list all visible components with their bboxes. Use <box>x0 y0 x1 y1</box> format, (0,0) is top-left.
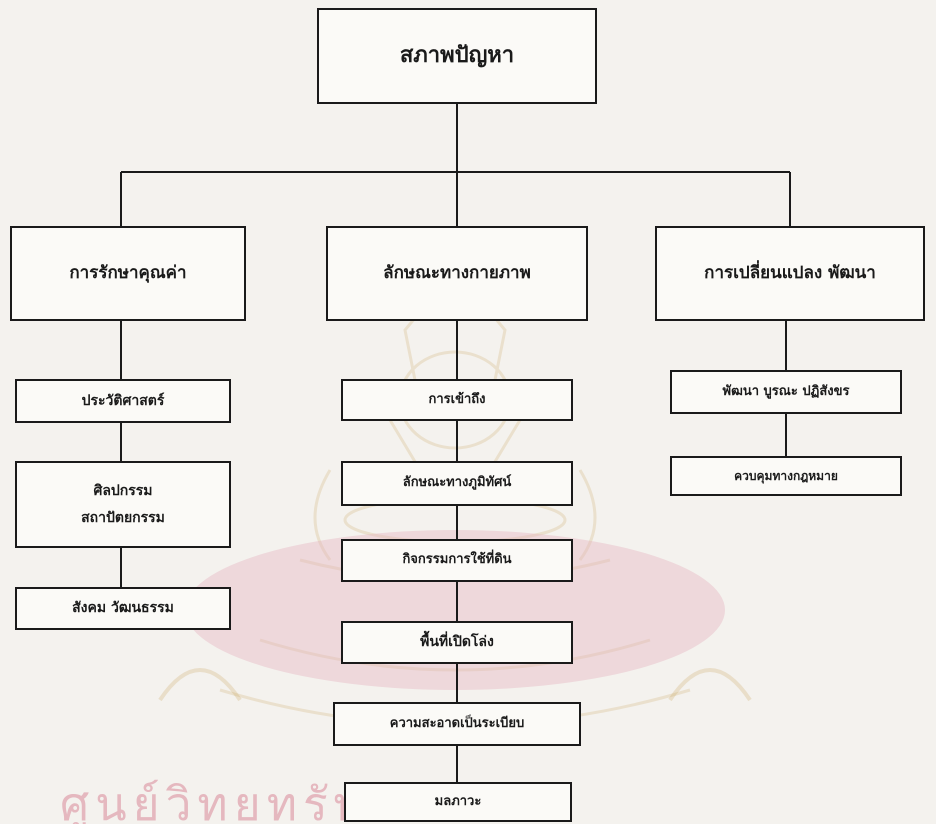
branch-box-right: การเปลี่ยนแปลง พัฒนา <box>655 226 925 321</box>
center-item-label: ลักษณะทางภูมิทัศน์ <box>402 475 512 491</box>
right-item-label: พัฒนา บูรณะ ปฏิสังขร <box>722 383 850 399</box>
branch-label-left: การรักษาคุณค่า <box>69 263 187 284</box>
branch-box-left: การรักษาคุณค่า <box>10 226 246 321</box>
center-item-label: การเข้าถึง <box>428 391 486 407</box>
center-item-pollution: มลภาวะ <box>344 782 572 822</box>
center-item-access: การเข้าถึง <box>341 379 573 421</box>
branch-box-center: ลักษณะทางกายภาพ <box>326 226 588 321</box>
root-box: สภาพปัญหา <box>317 8 597 104</box>
center-item-cleanliness: ความสะอาดเป็นระเบียบ <box>333 702 581 746</box>
right-item-legal-control: ควบคุมทางกฎหมาย <box>670 456 902 496</box>
left-item-society: สังคม วัฒนธรรม <box>15 587 231 630</box>
root-label: สภาพปัญหา <box>399 43 515 69</box>
right-item-restoration: พัฒนา บูรณะ ปฏิสังขร <box>670 370 902 414</box>
center-item-openspace: พื้นที่เปิดโล่ง <box>341 621 573 664</box>
left-item-label: สถาปัตยกรรม <box>81 509 165 526</box>
center-item-label: พื้นที่เปิดโล่ง <box>420 634 494 651</box>
branch-label-right: การเปลี่ยนแปลง พัฒนา <box>704 263 876 284</box>
center-item-label: มลภาวะ <box>434 793 482 809</box>
center-item-landuse: กิจกรรมการใช้ที่ดิน <box>341 539 573 582</box>
center-item-label: กิจกรรมการใช้ที่ดิน <box>402 552 512 568</box>
left-item-label: ศิลปกรรม <box>93 482 153 499</box>
left-item-history: ประวัติศาสตร์ <box>15 379 231 423</box>
left-item-label: ประวัติศาสตร์ <box>81 392 165 409</box>
left-item-label: สังคม วัฒนธรรม <box>72 600 174 617</box>
left-item-arts: ศิลปกรรม สถาปัตยกรรม <box>15 461 231 548</box>
branch-label-center: ลักษณะทางกายภาพ <box>383 263 531 284</box>
center-item-landscape: ลักษณะทางภูมิทัศน์ <box>341 461 573 506</box>
center-item-label: ความสะอาดเป็นระเบียบ <box>389 715 525 731</box>
right-item-label: ควบคุมทางกฎหมาย <box>734 468 838 483</box>
